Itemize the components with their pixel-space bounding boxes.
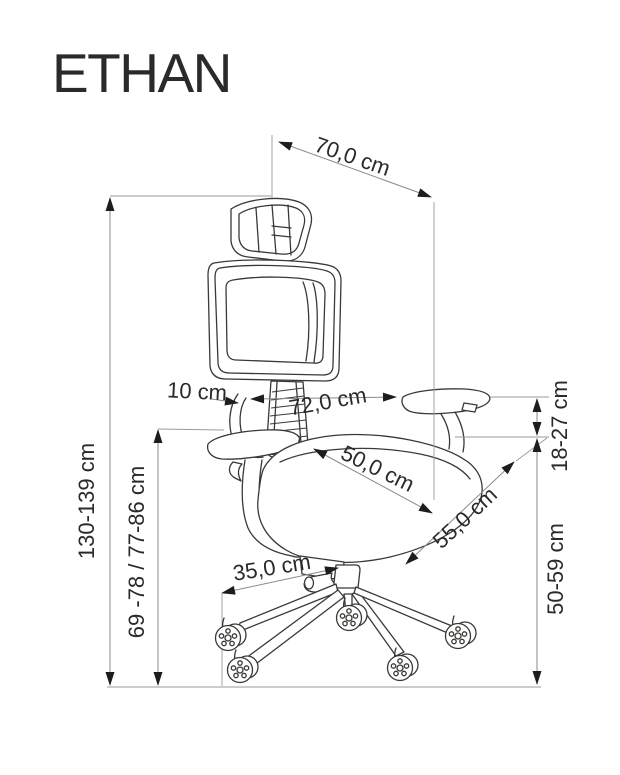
label-base-depth: 35,0 cm — [231, 549, 312, 586]
label-seat-to-armrest: 18-27 cm — [547, 380, 572, 472]
chair-backrest — [207, 259, 342, 382]
dim-line-overall-width — [278, 141, 432, 198]
dim-line-armrest-span — [250, 392, 397, 404]
chair-right-armrest — [401, 388, 491, 453]
dimension-lines — [105, 141, 542, 686]
label-floor-to-armrest: 69 -78 / 77-86 cm — [124, 466, 149, 638]
extension-lines-front — [433, 202, 549, 500]
dim-line-seat-depth — [405, 461, 515, 565]
label-headrest-range: 10 cm — [167, 377, 228, 405]
leader-headrest-range — [211, 396, 239, 406]
dimension-labels: 70,0 cm 130-139 cm 69 -78 / 77-86 cm 10 … — [74, 132, 572, 638]
dim-line-base-depth — [221, 566, 339, 595]
label-seat-height: 50-59 cm — [543, 523, 568, 615]
label-overall-width: 70,0 cm — [311, 132, 393, 181]
chair-headrest — [230, 197, 313, 268]
product-title: ETHAN — [52, 42, 232, 104]
chair-base — [214, 583, 477, 684]
label-overall-height: 130-139 cm — [74, 443, 99, 559]
extension-lines — [107, 135, 541, 688]
